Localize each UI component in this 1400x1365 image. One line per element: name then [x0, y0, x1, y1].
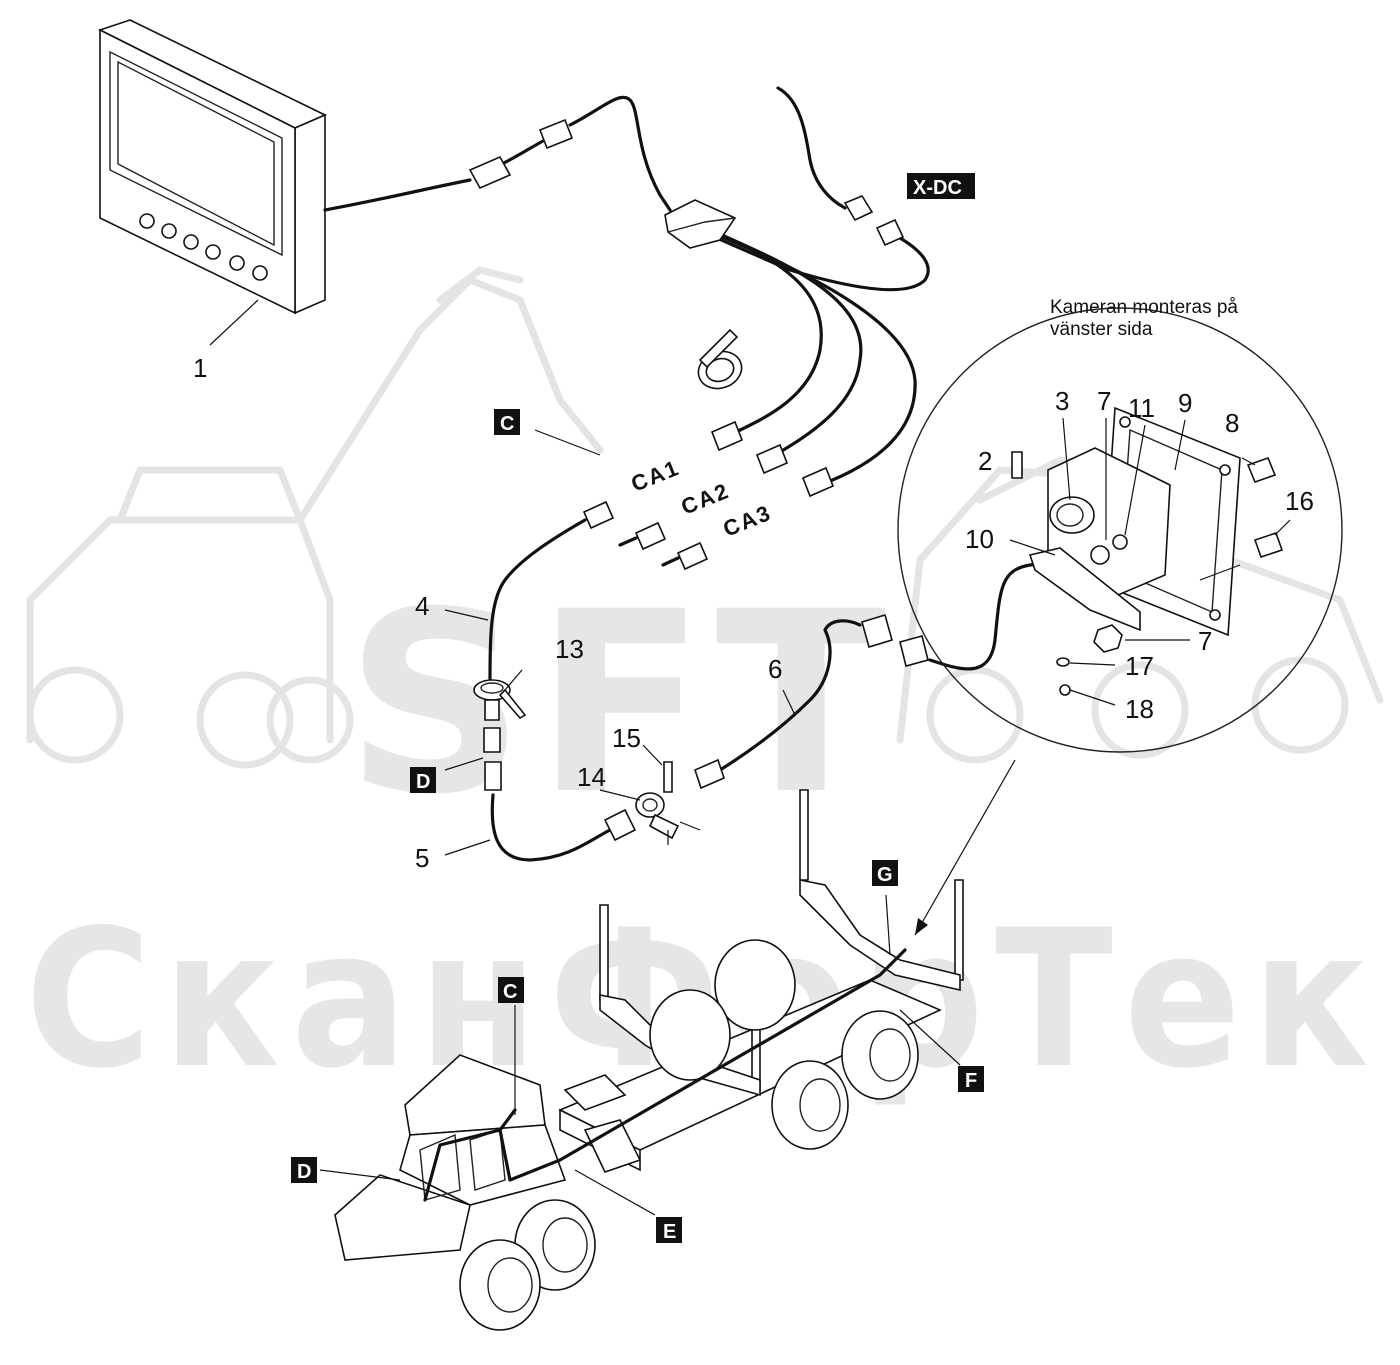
- callout-4: 4: [415, 591, 429, 621]
- callout-3: 3: [1055, 386, 1069, 416]
- monitor: [97, 19, 327, 315]
- bolt-8-icon: [1246, 456, 1277, 484]
- ref-boxes: C D C D E F G: [291, 409, 984, 1243]
- ca3-label: CA3: [720, 500, 776, 542]
- ref-c-top: C: [500, 413, 514, 435]
- xdc-label: X-DC: [913, 177, 962, 199]
- callout-8: 8: [1225, 408, 1239, 438]
- watermark-logo: SFT: [345, 558, 896, 849]
- watermark: SFT СканФорТек: [25, 266, 1384, 1110]
- forwarder-machine: [319, 789, 964, 1331]
- bolt-16-icon: [1253, 531, 1284, 559]
- callout-7-bottom: 7: [1198, 626, 1212, 656]
- screw-2-icon: [1011, 451, 1023, 479]
- callout-7-top: 7: [1097, 386, 1111, 416]
- watermark-machine-left: [26, 266, 604, 769]
- bracket-parts: [635, 613, 929, 845]
- ca-connectors: [582, 420, 835, 571]
- note-line-2: vänster sida: [1050, 319, 1153, 340]
- callout-9: 9: [1178, 388, 1192, 418]
- callout-11: 11: [1128, 393, 1155, 423]
- leader-lines: [209, 299, 796, 856]
- ref-g: G: [877, 864, 893, 886]
- ref-d-mid: D: [416, 771, 430, 793]
- camera-lens-icon: [1049, 496, 1095, 534]
- xdc-label-box: [907, 173, 975, 199]
- callout-5: 5: [415, 843, 429, 873]
- detail-view: [897, 307, 1343, 936]
- callout-2: 2: [978, 446, 992, 476]
- note-line-1: Kameran monteras på: [1050, 297, 1238, 318]
- callout-14: 14: [577, 762, 606, 792]
- p-clip-14-icon: [635, 792, 665, 818]
- left-cable-parts: [473, 679, 637, 842]
- callout-1: 1: [193, 353, 207, 383]
- cable-tie-icon: [697, 328, 743, 390]
- callout-13: 13: [555, 634, 584, 664]
- monitor-button-icon: [139, 213, 155, 229]
- screw-15-icon: [663, 761, 673, 793]
- note: Kameran monteras på vänster sida: [1050, 297, 1238, 340]
- ca1-label: CA1: [628, 455, 684, 497]
- ref-e: E: [663, 1221, 676, 1243]
- callout-numbers: 1 2 3 4 5 6 7 7 8 9 10 11 13 14 15 16 17…: [193, 353, 1314, 873]
- callout-15: 15: [612, 723, 641, 753]
- ref-d-machine: D: [297, 1161, 311, 1183]
- ca2-label: CA2: [678, 478, 734, 520]
- upper-connectors: [468, 118, 905, 249]
- callout-17: 17: [1125, 651, 1154, 681]
- cables: [323, 86, 1079, 862]
- callout-6: 6: [768, 654, 782, 684]
- ref-c-machine: C: [503, 981, 517, 1003]
- callout-18: 18: [1125, 694, 1154, 724]
- ref-f: F: [965, 1070, 977, 1092]
- callout-16: 16: [1285, 486, 1314, 516]
- callout-10: 10: [965, 524, 994, 554]
